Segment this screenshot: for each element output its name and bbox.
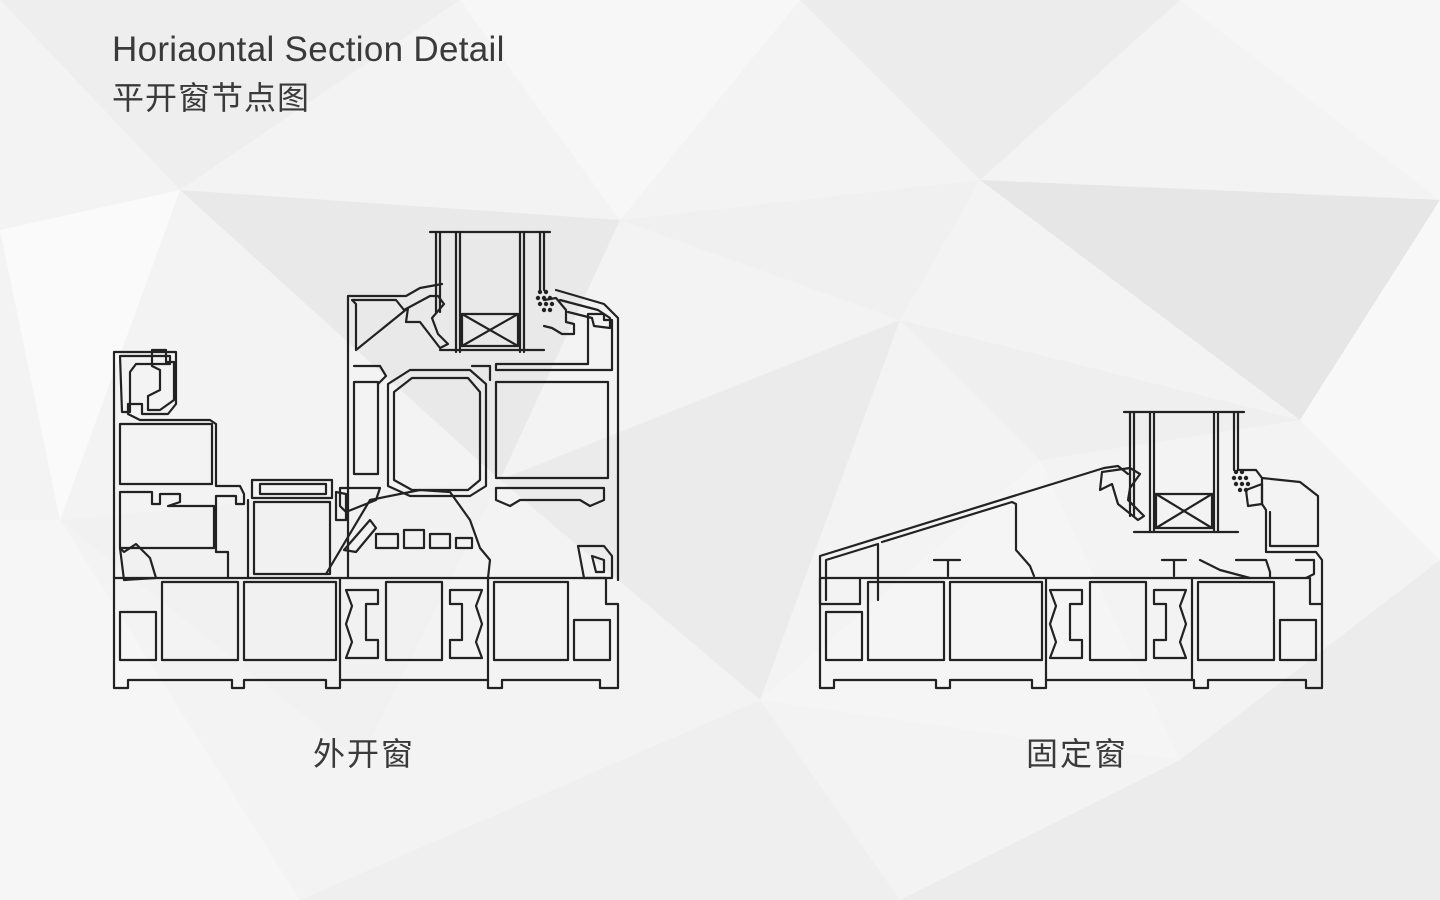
casement-gasket — [535, 289, 555, 313]
page-subtitle: 平开窗节点图 — [112, 79, 311, 117]
page-title: Horiaontal Section Detail — [112, 30, 505, 69]
section-label-fixed: 固定窗 — [1025, 735, 1128, 773]
fixed-gasket — [1231, 469, 1251, 493]
section-label-casement: 外开窗 — [312, 735, 415, 773]
casement-section-drawing — [112, 230, 620, 690]
fixed-section-drawing — [818, 410, 1324, 690]
